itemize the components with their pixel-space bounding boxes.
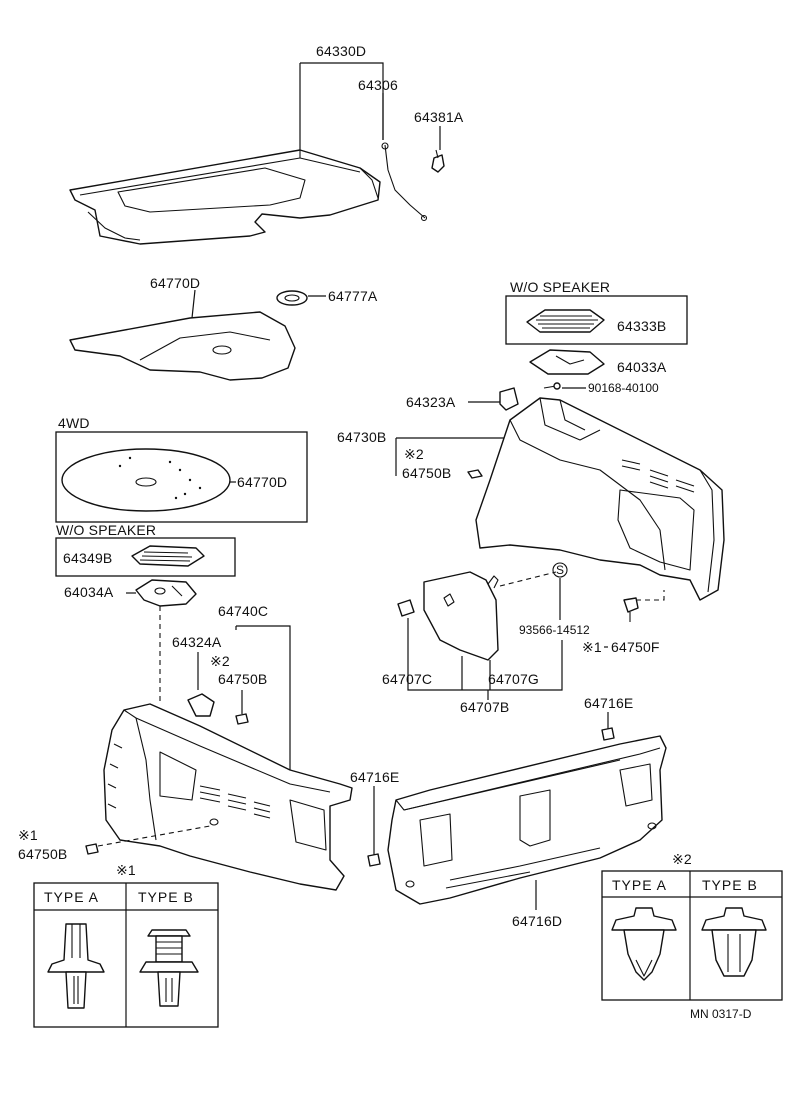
leader [407,618,563,691]
label-64730B: 64730B [337,429,386,445]
label-93566-14512: 93566-14512 [519,623,590,637]
label-64349B: 64349B [63,550,112,566]
legend1-type-a: TYPE A [44,889,99,905]
legend1-ref: ※1 [116,862,136,878]
grommet-64777A-drawing [276,290,308,306]
label-64750B-b: 64750B [218,671,267,687]
clip-64716E-a-drawing [601,727,615,741]
label-64034A: 64034A [64,584,114,600]
legend2-type-a: TYPE A [612,877,667,893]
clip-64707C-drawing [397,599,415,617]
label-64323A: 64323A [406,394,456,410]
box-4wd [55,431,308,523]
ref1-b: ※1 [18,827,38,843]
label-64777A: 64777A [328,288,378,304]
screw-90168-drawing [543,382,561,390]
bracket-64323A-drawing [499,387,519,411]
box-wo-speaker-right [505,295,688,345]
quarter-trim-right-drawing [475,397,725,601]
legend1-table [33,882,219,1028]
clip2-type-a-drawing [611,907,677,981]
disc-board-drawing [61,448,231,512]
clip2-type-b-drawing [701,907,767,977]
deck-board-drawing [69,311,296,381]
tonneau-cover-drawing [69,149,381,245]
label-90168-40100: 90168-40100 [588,381,659,395]
plate-64034A-drawing [135,579,197,607]
label-64324A: 64324A [172,634,222,650]
back-panel-drawing [387,735,667,905]
label-64716E-a: 64716E [584,695,633,711]
label-64333B: 64333B [617,318,666,334]
label-64716D: 64716D [512,913,562,929]
legend1-type-b: TYPE B [138,889,194,905]
ref2-b: ※2 [210,653,230,669]
doc-code: MN 0317-D [690,1007,752,1021]
leader [191,289,196,319]
label-64770D-a: 64770D [150,275,200,291]
label-64707G: 64707G [488,671,539,687]
quarter-trim-left-drawing [103,703,353,891]
label-64750B-a: 64750B [402,465,451,481]
dash-guide [499,571,557,587]
clip-64750B-c-drawing [85,843,99,855]
label-64381A: 64381A [414,109,464,125]
ref2-a: ※2 [404,446,424,462]
legend2-type-b: TYPE B [702,877,758,893]
label-wo-speaker-left: W/O SPEAKER [56,522,156,538]
box-wo-speaker-left [55,537,236,577]
clip-64750F-drawing [623,597,639,622]
label-64033A: 64033A [617,359,667,375]
ref1-a: ※1 [582,639,602,655]
clip-64750B-a-drawing [467,469,483,479]
label-64770D-b: 64770D [237,474,287,490]
label-S: S [556,563,564,577]
dash-guide [636,590,665,601]
strap-64306-drawing [381,142,428,222]
dash-guide [97,825,211,847]
label-wo-speaker-right: W/O SPEAKER [510,279,610,295]
plate-64033A-drawing [529,349,605,375]
label-64716E-b: 64716E [350,769,399,785]
clip-type-a-drawing [47,923,105,1009]
clip-64707G-drawing [487,575,499,589]
legend2-ref: ※2 [672,851,692,867]
s-mark-circle [552,562,568,578]
grille-64333B-drawing [526,309,605,333]
clip-64716E-b-drawing [367,853,381,867]
bracket-64324A-drawing [187,693,215,717]
label-64707C: 64707C [382,671,432,687]
label-64707B: 64707B [460,699,509,715]
label-4wd: 4WD [58,415,90,431]
leader [236,625,291,770]
cover-64707B-drawing [423,571,499,661]
label-64330D: 64330D [316,43,366,59]
clip-type-b-drawing [139,929,199,1007]
leader [300,62,384,140]
label-64306: 64306 [358,77,398,93]
label-64750B-c: 64750B [18,846,67,862]
label-64750F: 64750F [611,639,660,655]
clip-64750B-b-drawing [235,713,249,725]
clip-64381A-drawing [431,149,445,173]
grille-64349B-drawing [131,545,205,567]
label-64740C: 64740C [218,603,268,619]
legend2-table [601,870,783,1001]
